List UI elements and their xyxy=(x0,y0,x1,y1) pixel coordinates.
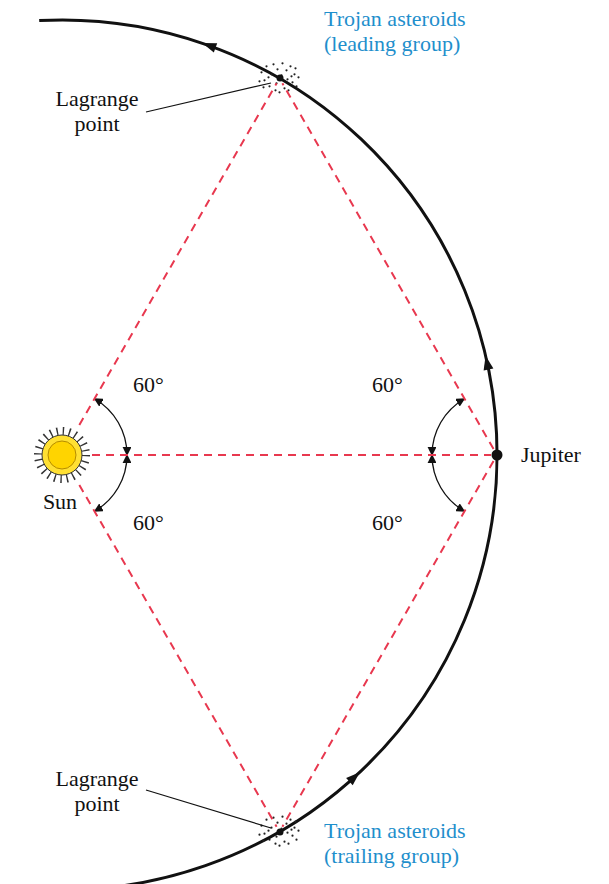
sun-shape xyxy=(32,425,92,485)
angle-arc xyxy=(95,455,128,511)
planet-shape xyxy=(491,449,503,461)
planet: Jupiter xyxy=(491,449,503,461)
orbit-arrow xyxy=(346,772,360,785)
body-label: Jupiter xyxy=(521,442,601,467)
body-label: Sun xyxy=(30,489,90,514)
asteroid-cluster xyxy=(258,62,299,93)
orbit-arrow xyxy=(484,356,494,371)
point-dot xyxy=(276,828,283,835)
connectors xyxy=(79,83,493,826)
lagrange-point-shape xyxy=(275,827,285,837)
lagrange-point: Trojan asteroids (leading group) xyxy=(275,73,285,83)
angle-arc xyxy=(432,455,465,511)
group-label: Trojan asteroids (trailing group) xyxy=(324,818,504,868)
orbit-arrow xyxy=(202,43,217,53)
asteroid-cluster xyxy=(258,816,299,847)
sight-line xyxy=(282,83,493,449)
sun-disc xyxy=(42,435,82,475)
sun-core xyxy=(48,441,76,469)
sight-line xyxy=(92,454,491,456)
planet-dot xyxy=(492,450,503,461)
point-dot xyxy=(276,75,283,82)
sun-rays xyxy=(38,431,86,479)
angle-label: 60° xyxy=(133,372,183,397)
angle-label: 60° xyxy=(372,372,422,397)
group-label: Trojan asteroids (leading group) xyxy=(324,6,504,56)
lagrange-point: Trojan asteroids (trailing group) xyxy=(275,827,285,837)
angle-label: 60° xyxy=(133,510,183,535)
sun: Sun xyxy=(32,425,92,485)
orbit xyxy=(39,20,497,884)
sight-line xyxy=(282,461,493,827)
leader-line xyxy=(146,83,271,112)
angle-arc xyxy=(432,399,465,455)
point-label: Lagrange point xyxy=(42,86,152,136)
lagrange-point-shape xyxy=(275,73,285,83)
angle-arc xyxy=(95,399,128,455)
angle-label: 60° xyxy=(372,510,422,535)
leader-line xyxy=(146,790,271,828)
point-label: Lagrange point xyxy=(42,766,152,816)
